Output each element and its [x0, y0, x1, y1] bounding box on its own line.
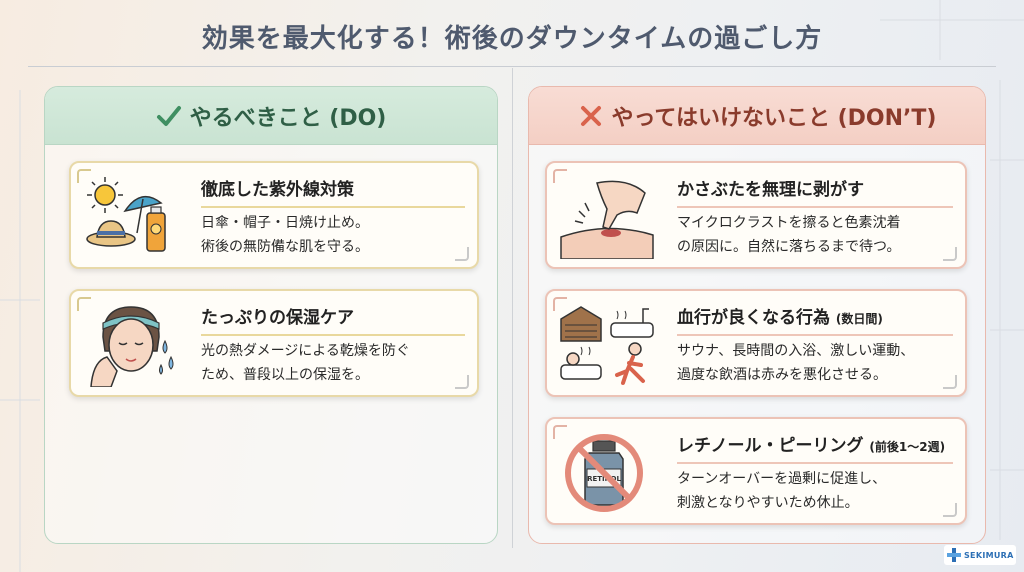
- title-divider: [28, 66, 996, 67]
- do-panel: やるべきこと (DO) 徹底した紫外線対策 日傘・帽子・日焼け止め。 術後の無防…: [44, 86, 498, 544]
- do-card-moisture-title: たっぷりの保湿ケア: [201, 303, 465, 336]
- dont-card-scab: かさぶたを無理に剥がす マイクロクラストを擦ると色素沈着 の原因に。自然に落ちる…: [545, 161, 967, 269]
- do-card-uv-title: 徹底した紫外線対策: [201, 175, 465, 208]
- dont-panel: やってはいけないこと (DON’T) かさぶたを無理に剥がす マイクロクラストを…: [528, 86, 986, 544]
- dont-card-circulation-body: サウナ、長時間の入浴、激しい運動、 過度な飲酒は赤みを悪化させる。: [677, 343, 915, 383]
- dont-card-retinol: RETINOL レチノール・ピーリング (前後1〜2週) ターンオーバーを過剰に…: [545, 417, 967, 525]
- do-card-moisture-body: 光の熱ダメージによる乾燥を防ぐ ため、普段以上の保湿を。: [201, 343, 410, 383]
- do-panel-header: やるべきこと (DO): [45, 87, 497, 145]
- dont-card-scab-title: かさぶたを無理に剥がす: [677, 175, 953, 208]
- dont-card-retinol-title: レチノール・ピーリング (前後1〜2週): [677, 431, 953, 464]
- picking-scab-icon: [560, 180, 654, 259]
- do-card-moisture: たっぷりの保湿ケア 光の熱ダメージによる乾燥を防ぐ ため、普段以上の保湿を。: [69, 289, 479, 397]
- no-retinol-icon: RETINOL: [565, 434, 643, 512]
- dont-panel-heading: やってはいけないこと (DON’T): [611, 105, 937, 131]
- moisturizing-face-icon: [90, 306, 174, 387]
- dont-card-circulation: 血行が良くなる行為 (数日間) サウナ、長時間の入浴、激しい運動、 過度な飲酒は…: [545, 289, 967, 397]
- dont-card-retinol-body: ターンオーバーを過剰に促進し、 刺激となりやすいため休止。: [677, 471, 887, 511]
- do-card-uv-body: 日傘・帽子・日焼け止め。 術後の無防備な肌を守る。: [201, 215, 369, 255]
- sun-protection-icon: [86, 177, 166, 252]
- cross-logo-icon: [947, 548, 961, 562]
- brand-logo: SEKIMURA: [944, 545, 1016, 565]
- svg-text:RETINOL: RETINOL: [587, 475, 621, 483]
- logo-text: SEKIMURA: [964, 550, 1014, 560]
- dont-card-scab-body: マイクロクラストを擦ると色素沈着 の原因に。自然に落ちるまで待つ。: [677, 215, 901, 255]
- center-divider: [512, 68, 513, 548]
- check-icon: [156, 105, 181, 126]
- do-card-uv: 徹底した紫外線対策 日傘・帽子・日焼け止め。 術後の無防備な肌を守る。: [69, 161, 479, 269]
- do-panel-heading: やるべきこと (DO): [189, 105, 387, 131]
- dont-panel-header: やってはいけないこと (DON’T): [529, 87, 985, 145]
- cross-icon: [580, 105, 601, 126]
- dont-card-circulation-title: 血行が良くなる行為 (数日間): [677, 303, 953, 336]
- sauna-bath-exercise-icon: [560, 306, 654, 385]
- page-title: 効果を最大化する！術後のダウンタイムの過ごし方: [201, 24, 823, 54]
